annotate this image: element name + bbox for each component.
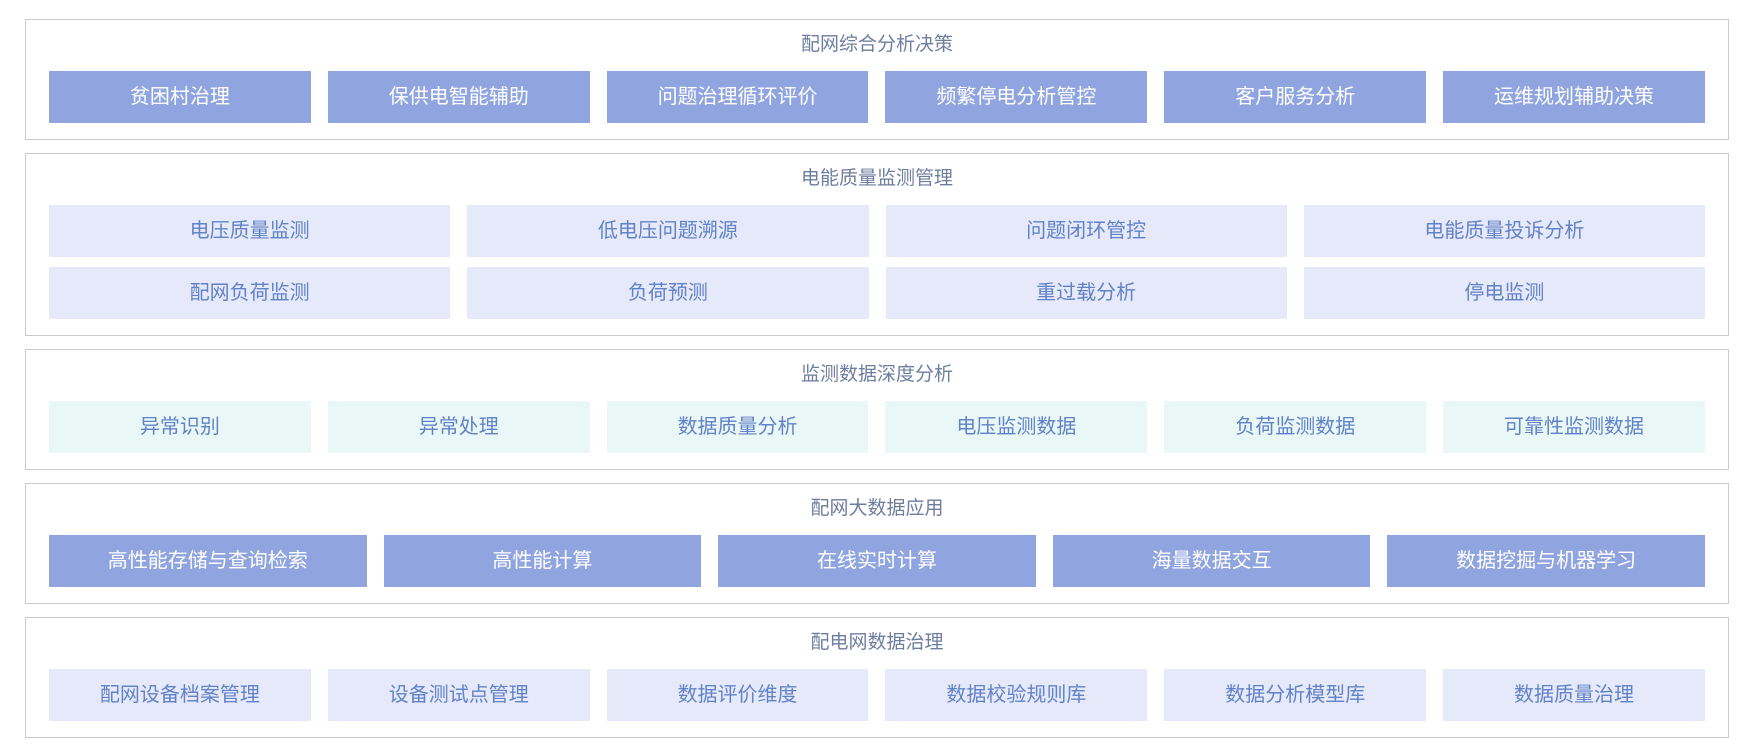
module-tile[interactable]: 重过载分析 (885, 267, 1287, 319)
section-title: 监测数据深度分析 (800, 364, 953, 385)
module-tile[interactable]: 电压质量监测 (49, 205, 451, 257)
module-tile[interactable]: 数据质量治理 (1443, 669, 1705, 721)
section-title: 配网大数据应用 (810, 498, 944, 519)
module-tile[interactable]: 贫困村治理 (49, 71, 311, 123)
section-title: 配电网数据治理 (810, 632, 944, 653)
module-tile[interactable]: 数据分析模型库 (1164, 669, 1427, 721)
module-tile[interactable]: 异常处理 (327, 401, 590, 453)
module-tile[interactable]: 问题治理循环评价 (606, 71, 869, 123)
section-panel: 配电网数据治理 配网设备档案管理设备测试点管理数据评价维度数据校验规则库数据分析… (25, 617, 1729, 738)
module-tile[interactable]: 在线实时计算 (718, 535, 1036, 587)
module-tile[interactable]: 保供电智能辅助 (327, 71, 590, 123)
section-panel: 电能质量监测管理 电压质量监测低电压问题溯源问题闭环管控电能质量投诉分析配网负荷… (25, 153, 1729, 336)
section-rows: 配网设备档案管理设备测试点管理数据评价维度数据校验规则库数据分析模型库数据质量治… (49, 669, 1705, 721)
module-tile[interactable]: 停电监测 (1303, 267, 1705, 319)
module-tile[interactable]: 海量数据交互 (1052, 535, 1371, 587)
section-rows: 高性能存储与查询检索高性能计算在线实时计算海量数据交互数据挖掘与机器学习 (49, 535, 1705, 587)
tile-row: 配网负荷监测负荷预测重过载分析停电监测 (49, 267, 1705, 319)
section-panel: 配网综合分析决策 贫困村治理保供电智能辅助问题治理循环评价频繁停电分析管控客户服… (25, 19, 1729, 140)
module-tile[interactable]: 频繁停电分析管控 (885, 71, 1148, 123)
module-tile[interactable]: 可靠性监测数据 (1443, 401, 1705, 453)
module-tile[interactable]: 运维规划辅助决策 (1443, 71, 1705, 123)
module-tile[interactable]: 配网设备档案管理 (49, 669, 311, 721)
section-rows: 贫困村治理保供电智能辅助问题治理循环评价频繁停电分析管控客户服务分析运维规划辅助… (49, 71, 1705, 123)
module-tile[interactable]: 负荷预测 (467, 267, 869, 319)
tile-row: 贫困村治理保供电智能辅助问题治理循环评价频繁停电分析管控客户服务分析运维规划辅助… (49, 71, 1705, 123)
module-tile[interactable]: 电能质量投诉分析 (1303, 205, 1705, 257)
tile-row: 异常识别异常处理数据质量分析电压监测数据负荷监测数据可靠性监测数据 (49, 401, 1705, 453)
module-tile[interactable]: 数据评价维度 (606, 669, 869, 721)
module-tile[interactable]: 数据质量分析 (606, 401, 869, 453)
module-tile[interactable]: 数据挖掘与机器学习 (1387, 535, 1705, 587)
module-tile[interactable]: 数据校验规则库 (885, 669, 1148, 721)
section-title: 配网综合分析决策 (800, 34, 953, 55)
module-tile[interactable]: 设备测试点管理 (327, 669, 590, 721)
module-tile[interactable]: 异常识别 (49, 401, 311, 453)
section-rows: 异常识别异常处理数据质量分析电压监测数据负荷监测数据可靠性监测数据 (49, 401, 1705, 453)
tile-row: 高性能存储与查询检索高性能计算在线实时计算海量数据交互数据挖掘与机器学习 (49, 535, 1705, 587)
tile-row: 电压质量监测低电压问题溯源问题闭环管控电能质量投诉分析 (49, 205, 1705, 257)
module-tile[interactable]: 高性能计算 (383, 535, 702, 587)
section-panel: 监测数据深度分析 异常识别异常处理数据质量分析电压监测数据负荷监测数据可靠性监测… (25, 349, 1729, 470)
tile-row: 配网设备档案管理设备测试点管理数据评价维度数据校验规则库数据分析模型库数据质量治… (49, 669, 1705, 721)
section-title: 电能质量监测管理 (800, 168, 953, 189)
module-tile[interactable]: 高性能存储与查询检索 (49, 535, 367, 587)
module-tile[interactable]: 电压监测数据 (885, 401, 1148, 453)
section-rows: 电压质量监测低电压问题溯源问题闭环管控电能质量投诉分析配网负荷监测负荷预测重过载… (49, 205, 1705, 319)
module-tile[interactable]: 客户服务分析 (1164, 71, 1427, 123)
module-tile[interactable]: 低电压问题溯源 (467, 205, 869, 257)
module-tile[interactable]: 负荷监测数据 (1164, 401, 1427, 453)
section-panel: 配网大数据应用 高性能存储与查询检索高性能计算在线实时计算海量数据交互数据挖掘与… (25, 483, 1729, 604)
module-tile[interactable]: 问题闭环管控 (885, 205, 1287, 257)
module-tile[interactable]: 配网负荷监测 (49, 267, 451, 319)
